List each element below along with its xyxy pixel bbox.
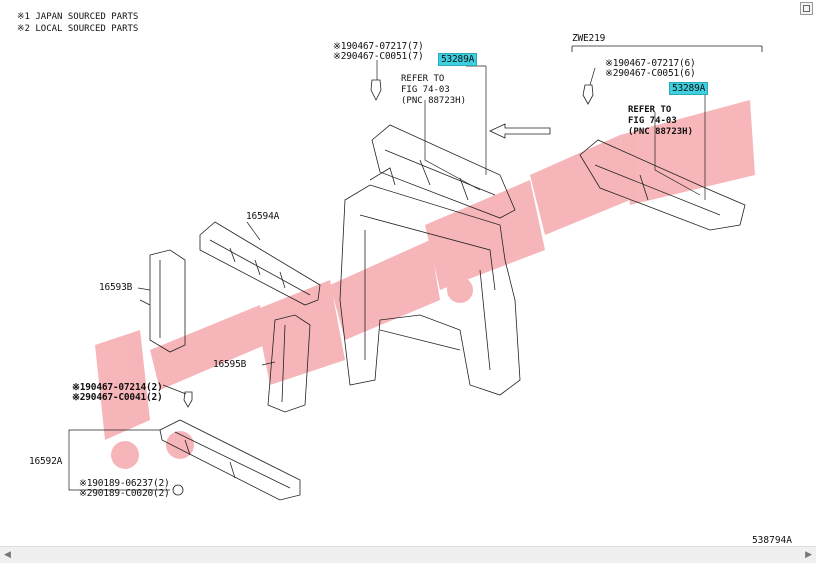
part-16595B-shape: [267, 314, 311, 413]
refer-fig-left[interactable]: REFER TO FIG 74-03 (PNC 88723H): [401, 74, 467, 106]
label-mid-clip-2[interactable]: ※290467-C0041(2): [72, 392, 163, 403]
maximize-icon[interactable]: [800, 2, 813, 15]
refer-fig-right[interactable]: REFER TO FIG 74-03 (PNC 88723H): [628, 105, 694, 137]
upper-shroud-right: [579, 139, 746, 231]
parts-diagram: [68, 45, 763, 501]
label-bottom-clip-2[interactable]: ※290189-C0020(2): [79, 488, 170, 499]
label-top-clip-2[interactable]: ※290467-C0051(7): [333, 51, 424, 62]
label-part-53289A-left[interactable]: 53289A: [438, 53, 478, 66]
label-part-16594A[interactable]: 16594A: [246, 211, 280, 222]
part-16594A-shape: [199, 221, 321, 306]
label-part-16593B[interactable]: 16593B: [99, 282, 133, 293]
document-code: 538794A: [751, 535, 792, 546]
variant-bracket: [571, 45, 763, 52]
label-top-clip-1[interactable]: ※190467-07217(7): [333, 41, 424, 52]
upper-shroud-left: [371, 124, 516, 219]
label-part-16592A[interactable]: 16592A: [29, 456, 63, 467]
note-local-sourced: ※2 LOCAL SOURCED PARTS: [17, 24, 139, 34]
label-variant: ZWE219: [572, 33, 606, 44]
scroll-left-icon[interactable]: ◀: [4, 550, 11, 560]
label-right-clip-1[interactable]: ※190467-07217(6): [605, 58, 696, 69]
horizontal-scrollbar[interactable]: ◀ ▶: [0, 546, 816, 563]
direction-arrow: [489, 123, 551, 139]
clip-icons: [172, 79, 594, 496]
label-bottom-clip-1[interactable]: ※190189-06237(2): [79, 478, 170, 489]
radiator-support-frame: [339, 167, 521, 396]
note-japan-sourced: ※1 JAPAN SOURCED PARTS: [17, 12, 139, 22]
leader-lines: [68, 60, 706, 491]
scroll-right-icon[interactable]: ▶: [805, 550, 812, 560]
label-part-16595B[interactable]: 16595B: [213, 359, 247, 370]
part-16592A-shape: [159, 419, 301, 501]
label-mid-clip-1[interactable]: ※190467-07214(2): [72, 382, 163, 393]
part-16593B-shape: [139, 249, 186, 353]
label-right-clip-2[interactable]: ※290467-C0051(6): [605, 68, 696, 79]
label-part-53289A-right[interactable]: 53289A: [669, 82, 709, 95]
watermark-logo: [95, 100, 755, 469]
